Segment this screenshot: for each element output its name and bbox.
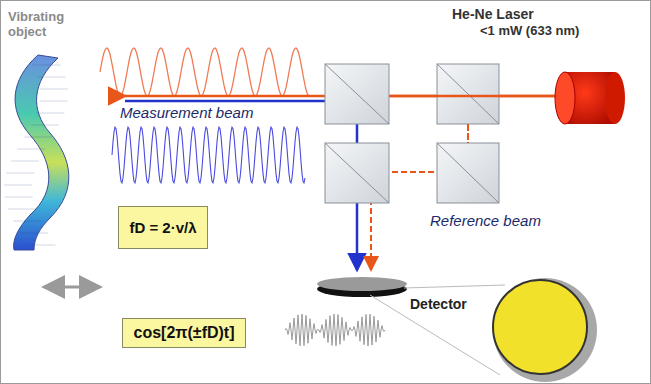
formula-text: fD = 2·v/λ xyxy=(129,219,196,236)
text-label: Reference beam xyxy=(430,212,541,229)
text-label: Measurement beam xyxy=(120,104,253,121)
text-label: He-Ne Laser xyxy=(452,6,534,22)
formula-box: cos[2π(±fD)t] xyxy=(122,318,246,348)
text-label: <1 mW (633 nm) xyxy=(480,24,579,39)
formula-text: cos[2π(±fD)t] xyxy=(133,324,234,342)
text-label: Detector xyxy=(410,296,467,312)
formula-box: fD = 2·v/λ xyxy=(118,206,208,249)
text-label: Vibrating object xyxy=(8,10,78,40)
